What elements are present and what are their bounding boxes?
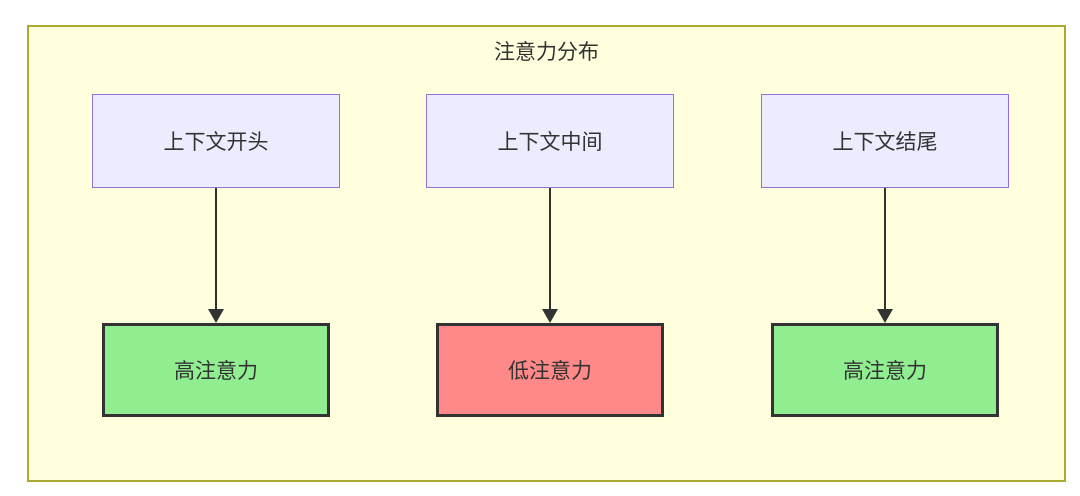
arrow-down-icon bbox=[877, 188, 893, 323]
arrow-shaft bbox=[549, 188, 551, 310]
attention-distribution-group: 注意力分布 上下文开头 高注意力 上下文中间 低注意力 bbox=[27, 25, 1066, 482]
diagram-title: 注意力分布 bbox=[494, 41, 599, 64]
node-high-attention-1: 高注意力 bbox=[102, 323, 330, 417]
arrowhead-icon bbox=[542, 309, 558, 323]
arrowhead-icon bbox=[208, 309, 224, 323]
arrow-shaft bbox=[884, 188, 886, 310]
node-context-end: 上下文结尾 bbox=[761, 94, 1009, 188]
arrow-shaft bbox=[215, 188, 217, 310]
node-context-middle: 上下文中间 bbox=[426, 94, 674, 188]
node-high-attention-2-label: 高注意力 bbox=[843, 360, 927, 383]
node-context-end-label: 上下文结尾 bbox=[832, 131, 938, 154]
node-context-start: 上下文开头 bbox=[92, 94, 340, 188]
node-context-start-label: 上下文开头 bbox=[163, 131, 269, 154]
arrow-down-icon bbox=[208, 188, 224, 323]
arrowhead-icon bbox=[877, 309, 893, 323]
node-high-attention-2: 高注意力 bbox=[771, 323, 999, 417]
node-low-attention-label: 低注意力 bbox=[508, 360, 592, 383]
node-low-attention: 低注意力 bbox=[436, 323, 664, 417]
node-context-middle-label: 上下文中间 bbox=[497, 131, 603, 154]
arrow-down-icon bbox=[542, 188, 558, 323]
node-high-attention-1-label: 高注意力 bbox=[174, 360, 258, 383]
